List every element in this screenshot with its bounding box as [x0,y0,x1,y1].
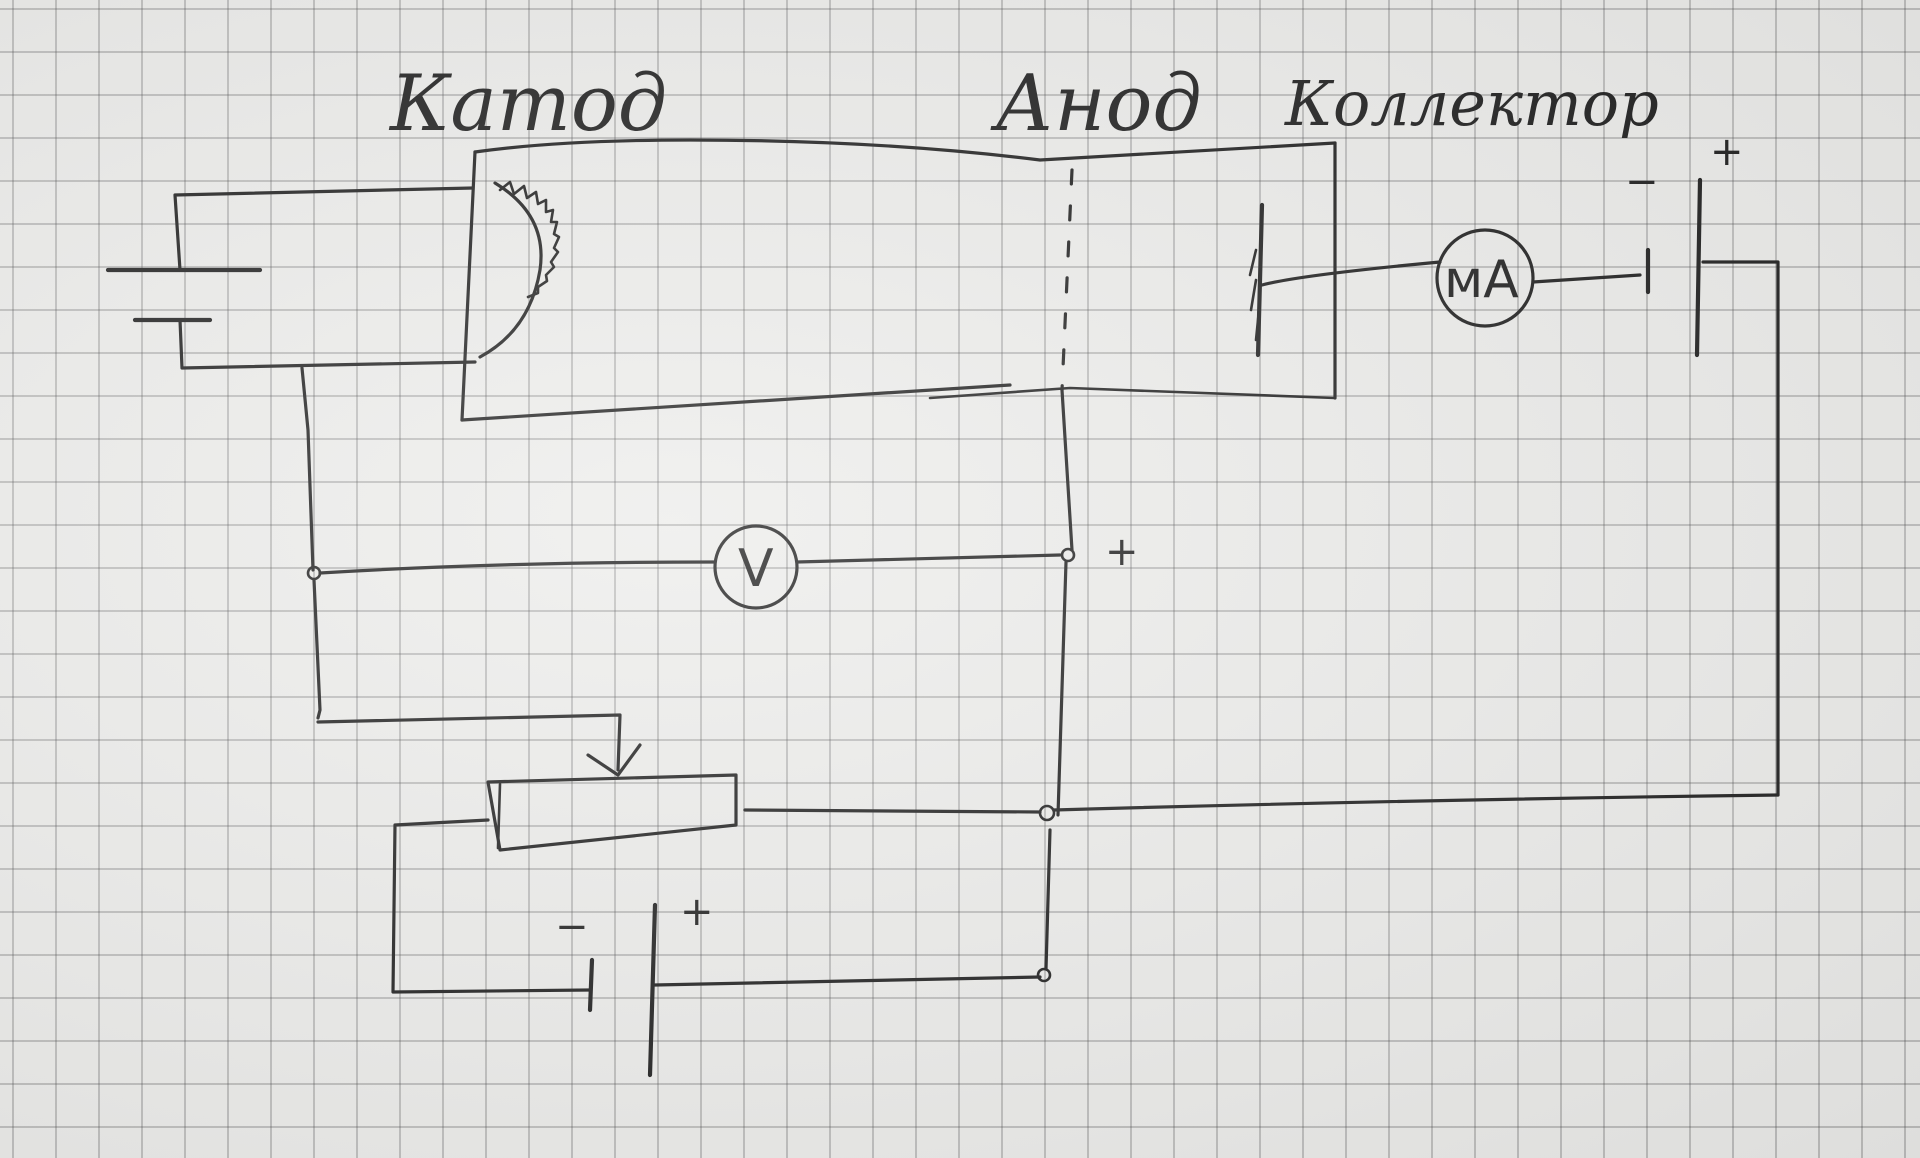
collector-battery-long-plate [1694,177,1703,358]
voltmeter-left-wire [318,560,717,575]
supply-battery-long-plate [647,902,658,1078]
left-branch-down [312,578,322,720]
right-return-wire [1701,260,1780,797]
voltmeter-right-wire [795,553,1062,564]
potentiometer [486,773,738,852]
cathode-arc [478,181,543,359]
potentiometer-edge [496,782,502,850]
collector-battery-plus-sign: + [1710,129,1744,175]
supply-wire-right [653,975,1042,987]
collector-battery-minus-sign: − [1625,159,1659,205]
cathode-label: Катод [388,59,667,149]
milliammeter-symbol: мА [1444,250,1519,310]
supply-battery-short-plate [587,957,595,1013]
collector-plate [1255,202,1265,358]
supply-battery-minus-sign: − [555,904,589,950]
cathode-electrode [478,180,561,359]
collector-shading [1248,248,1262,342]
voltmeter-plus-sign: + [1105,529,1139,575]
tube-bottom-wall-right [928,386,1337,400]
vacuum-tube [460,138,1337,422]
milliammeter-circle [1435,228,1535,328]
heater-wire-top [173,186,475,272]
potentiometer-right-wire [743,808,1042,814]
slider-wire [316,713,622,772]
milliammeter-right-wire [1531,273,1642,284]
supply-to-junction-wire [1044,828,1052,971]
heater-battery [105,186,477,370]
collector-label: Коллектор [1284,67,1659,140]
milliammeter: мА [1435,228,1535,328]
voltmeter-circle [713,524,799,610]
potentiometer-body [486,773,738,852]
voltmeter-symbol: V [738,539,774,599]
supply-wire-left [391,818,592,994]
collector-wire [1260,260,1442,287]
cathode-return-wire [300,366,315,572]
anode-lead [1060,388,1074,552]
voltmeter: V [713,524,799,610]
anode-grid [1060,168,1074,392]
slider-arrowhead [586,743,642,777]
cathode-coil [498,180,561,299]
supply-battery-plus-sign: + [680,889,714,935]
collector-battery: − + [1625,129,1744,358]
node-supply-battery [1036,967,1052,983]
anode-to-junction-wire [1056,560,1068,817]
supply-battery: − + [555,889,714,1078]
tube-bottom-wall [460,383,1012,422]
heater-wire-bottom [178,318,477,370]
bottom-return-wire [1052,793,1780,812]
anode-label: Анод [990,59,1202,149]
node-main-junction [1038,804,1056,822]
tube-top-wall [473,138,1337,162]
node-anode-voltmeter [1060,547,1076,563]
tube-left-wall [460,150,477,422]
